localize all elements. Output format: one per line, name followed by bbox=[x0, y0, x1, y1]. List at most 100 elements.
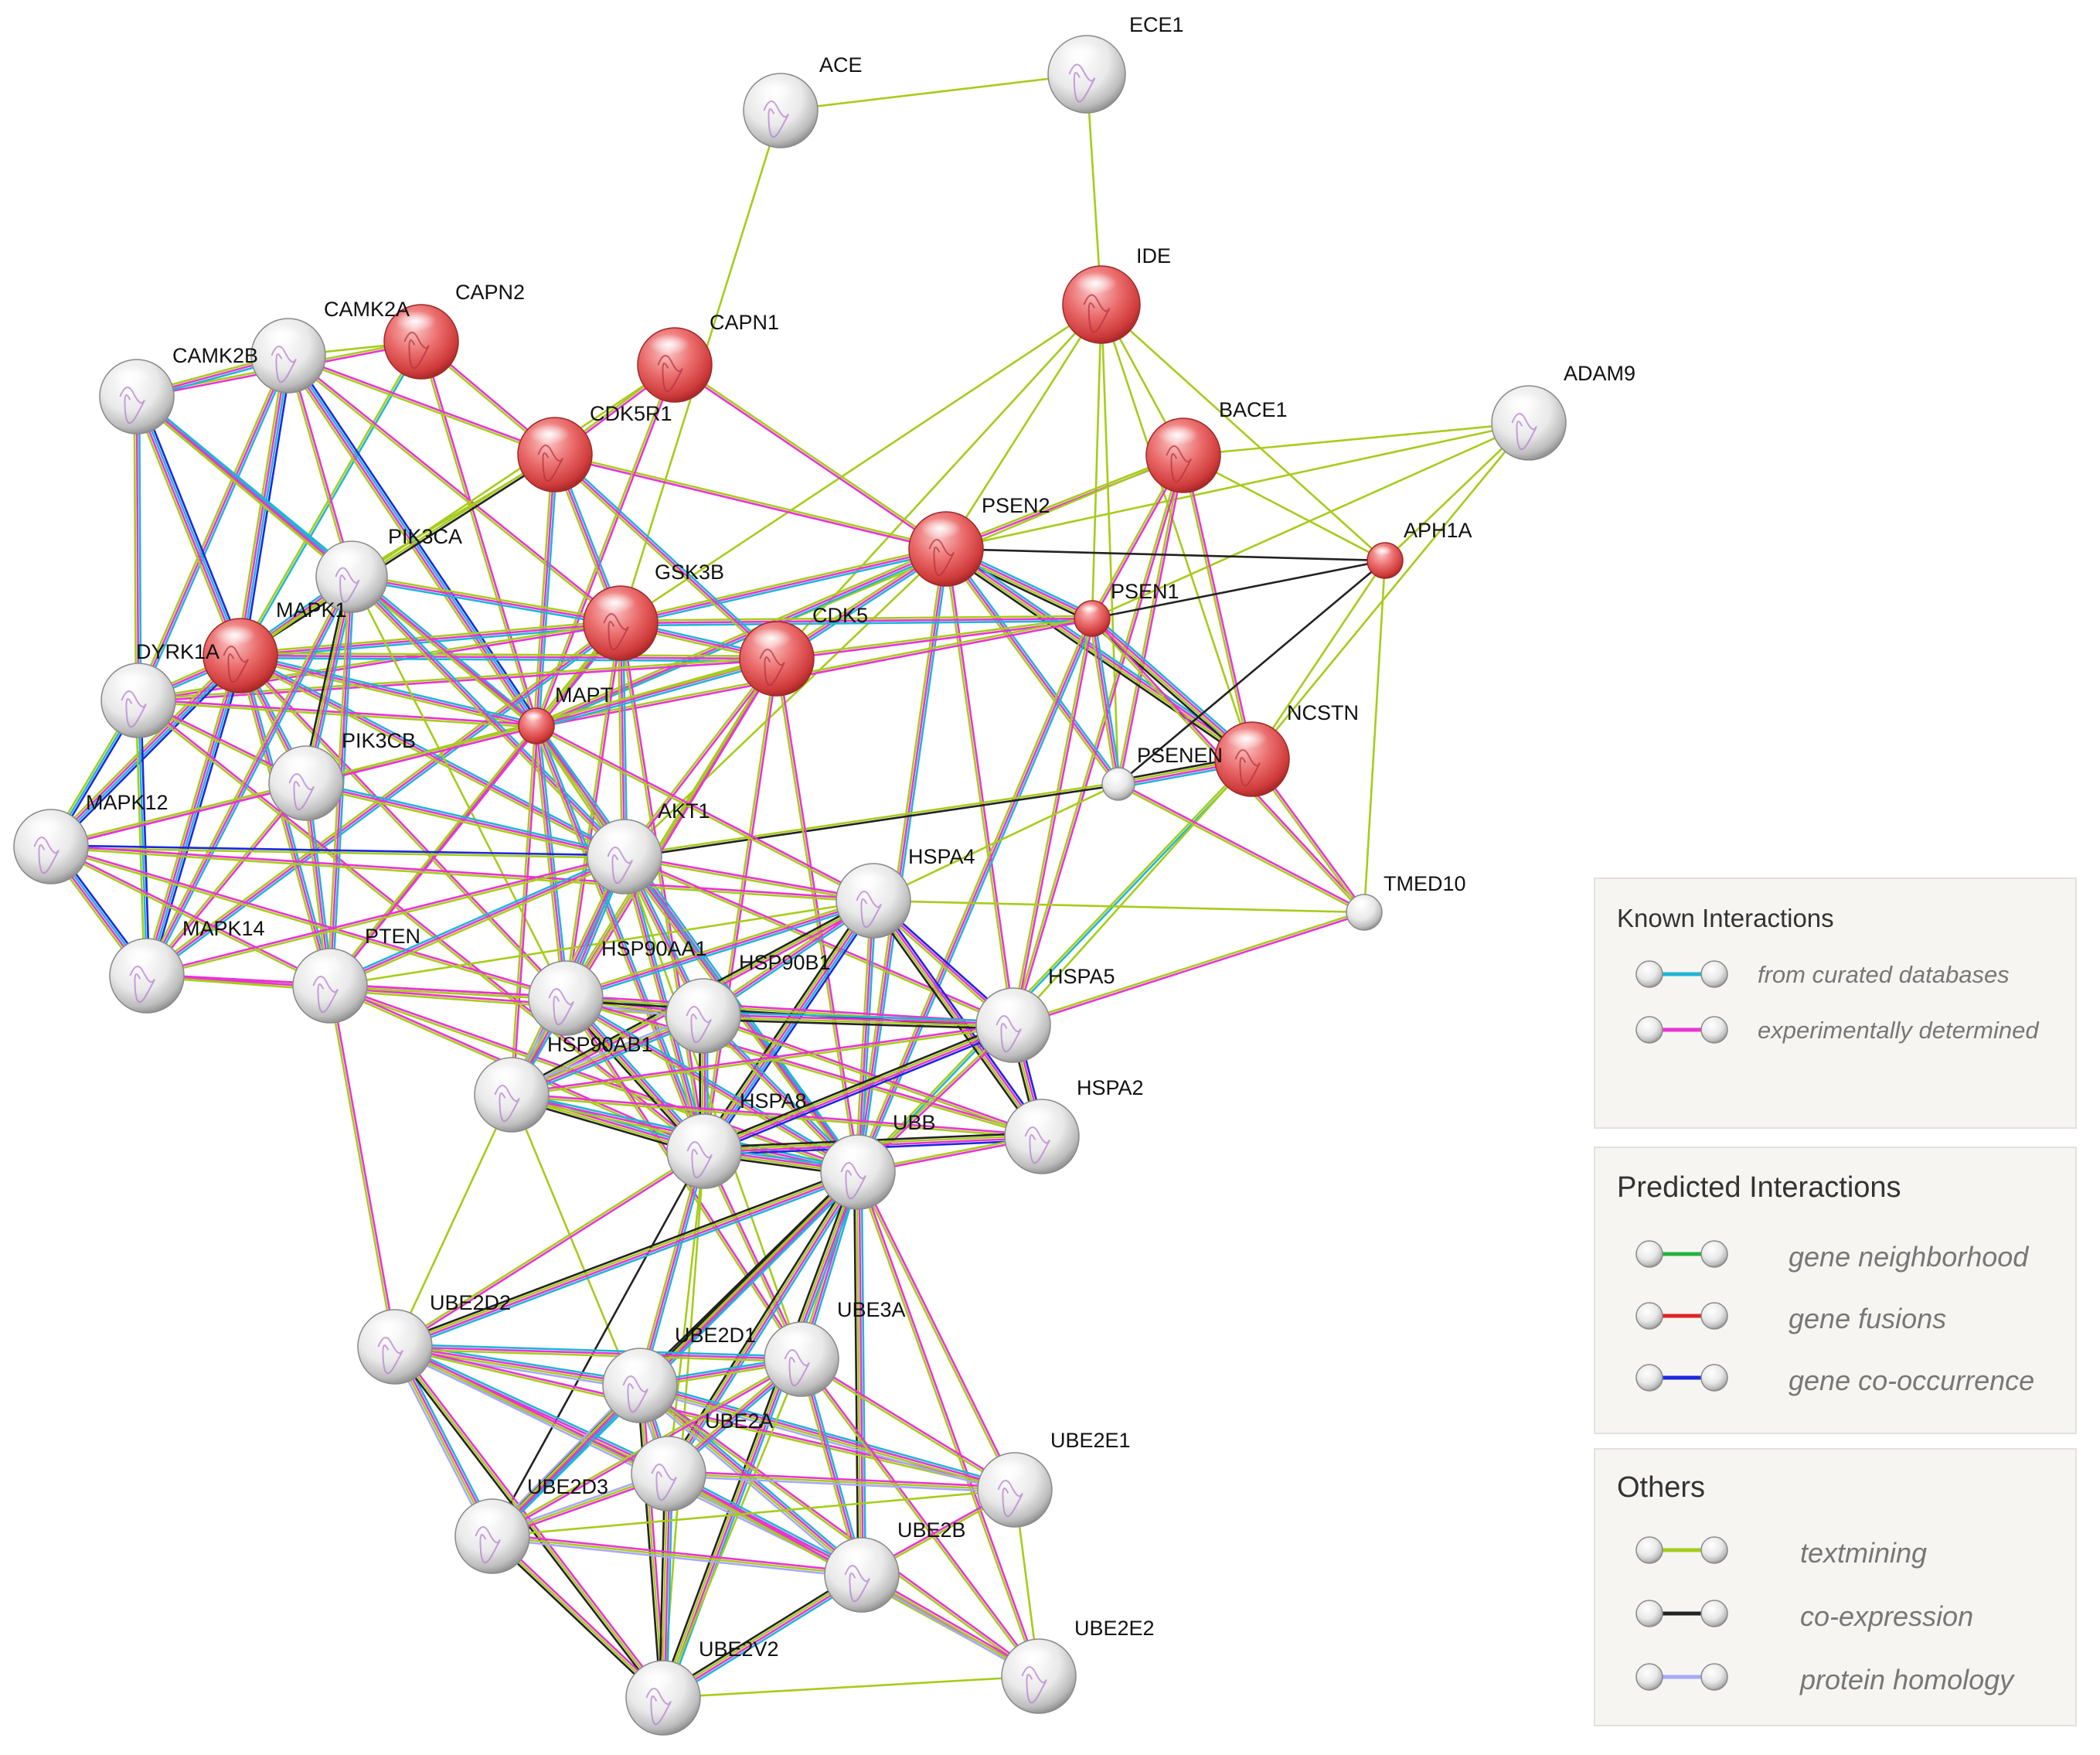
edge-sample-ball bbox=[1635, 1302, 1663, 1330]
node-NCSTN[interactable]: NCSTN bbox=[1214, 701, 1359, 797]
edge-line-textmining bbox=[49, 847, 331, 988]
node-PSEN2[interactable]: PSEN2 bbox=[908, 494, 1050, 587]
edge-sample-ball bbox=[1700, 960, 1728, 988]
node-highlight bbox=[832, 1141, 873, 1163]
node-APH1A[interactable]: APH1A bbox=[1367, 519, 1472, 579]
edge-line-curated bbox=[860, 1171, 867, 1576]
node-HSP90B1[interactable]: HSP90B1 bbox=[665, 951, 831, 1054]
edge-line-textmining bbox=[674, 363, 948, 549]
edge-line-curated bbox=[536, 550, 948, 730]
node-UBB[interactable]: UBB bbox=[820, 1111, 936, 1210]
node-MAPK12[interactable]: MAPK12 bbox=[13, 791, 168, 884]
node-CAMK2B[interactable]: CAMK2B bbox=[99, 344, 258, 434]
edge-line-experimental bbox=[535, 724, 567, 1000]
node-ADAM9[interactable]: ADAM9 bbox=[1491, 362, 1635, 461]
edge-HSP90AB1-UBE2D2 bbox=[393, 1093, 513, 1348]
edge-line-textmining bbox=[779, 73, 1088, 112]
node-label: HSPA2 bbox=[1077, 1076, 1144, 1099]
node-UBE2A[interactable]: UBE2A bbox=[631, 1409, 774, 1511]
node-UBE3A[interactable]: UBE3A bbox=[764, 1298, 906, 1397]
edge-MAPT-PIK3CB bbox=[305, 724, 538, 785]
protein-structure-icon bbox=[377, 1337, 403, 1375]
protein-structure-icon bbox=[856, 891, 882, 929]
edge-MAPK1-MAPK12 bbox=[47, 652, 244, 850]
edge-IDE-PSEN1 bbox=[1091, 303, 1103, 620]
node-PSEN1[interactable]: PSEN1 bbox=[1074, 580, 1179, 637]
node-MAPK14[interactable]: MAPK14 bbox=[109, 917, 265, 1014]
node-MAPT[interactable]: MAPT bbox=[518, 683, 613, 745]
node-PIK3CA[interactable]: PIK3CA bbox=[315, 525, 462, 613]
node-UBE2D2[interactable]: UBE2D2 bbox=[357, 1291, 511, 1385]
edge-line-experimental bbox=[145, 854, 625, 976]
node-HSP90AB1[interactable]: HSP90AB1 bbox=[474, 1033, 653, 1133]
edge-PTEN-HSP90AA1 bbox=[328, 983, 567, 1000]
node-HSPA4[interactable]: HSPA4 bbox=[836, 845, 975, 939]
edge-MAPK12-HSP90AA1 bbox=[49, 844, 567, 1000]
edge-line-curated bbox=[352, 574, 628, 857]
edge-line-experimental bbox=[565, 996, 1043, 1136]
node-HSPA2[interactable]: HSPA2 bbox=[1004, 1076, 1144, 1174]
node-CAPN1[interactable]: CAPN1 bbox=[637, 311, 779, 403]
edge-UBB-UBE2E1 bbox=[856, 1170, 1017, 1492]
edge-line-textmining bbox=[1012, 910, 1365, 1025]
edge-UBB-UBE2E2 bbox=[856, 1171, 1041, 1678]
node-MAPK1[interactable]: MAPK1 bbox=[203, 598, 347, 693]
node-label: ADAM9 bbox=[1564, 362, 1635, 385]
edge-line-coexpression bbox=[699, 897, 870, 1150]
protein-structure-icon bbox=[33, 837, 60, 874]
node-CAMK2A[interactable]: CAMK2A bbox=[250, 298, 410, 394]
edge-line-experimental bbox=[858, 1171, 864, 1576]
node-UBE2B[interactable]: UBE2B bbox=[824, 1518, 966, 1613]
edge-PIK3CB-MAPK12 bbox=[49, 781, 308, 849]
edge-line-textmining bbox=[872, 899, 1366, 914]
node-BACE1[interactable]: BACE1 bbox=[1145, 398, 1288, 493]
node-TMED10[interactable]: TMED10 bbox=[1346, 872, 1466, 931]
edge-line-curated bbox=[50, 655, 243, 849]
edge-UBE3A-UBE2E2 bbox=[799, 1357, 1041, 1678]
legend-known-interactions: Known Interactions from curated database… bbox=[1594, 878, 2077, 1129]
edge-line-curated bbox=[139, 355, 292, 703]
edge-line-curated bbox=[137, 395, 243, 656]
node-CDK5[interactable]: CDK5 bbox=[739, 604, 868, 697]
node-UBE2V2[interactable]: UBE2V2 bbox=[625, 1637, 779, 1736]
node-PTEN[interactable]: PTEN bbox=[292, 925, 420, 1024]
node-highlight bbox=[262, 325, 304, 346]
edge-line-experimental bbox=[703, 899, 875, 1153]
protein-structure-icon bbox=[1083, 294, 1111, 333]
protein-structure-icon bbox=[763, 101, 789, 138]
node-CDK5R1[interactable]: CDK5R1 bbox=[517, 402, 672, 492]
node-UBE2D3[interactable]: UBE2D3 bbox=[454, 1475, 608, 1574]
edge-line-textmining bbox=[1251, 421, 1530, 761]
node-HSPA8[interactable]: HSPA8 bbox=[666, 1089, 807, 1189]
edge-line-cooccurrence bbox=[149, 656, 245, 978]
node-UBE2E2[interactable]: UBE2E2 bbox=[1001, 1617, 1155, 1714]
edge-line-experimental bbox=[328, 855, 626, 987]
node-PSENEN[interactable]: PSENEN bbox=[1101, 744, 1223, 801]
node-DYRK1A[interactable]: DYRK1A bbox=[100, 640, 220, 738]
node-UBE2E1[interactable]: UBE2E1 bbox=[977, 1429, 1131, 1528]
node-ECE1[interactable]: ECE1 bbox=[1047, 13, 1184, 114]
node-GSK3B[interactable]: GSK3B bbox=[583, 561, 724, 661]
node-PIK3CB[interactable]: PIK3CB bbox=[268, 729, 416, 821]
legend-others: Others textmining co-expression protein … bbox=[1594, 1448, 2077, 1726]
edge-ADAM9-NCSTN bbox=[1251, 421, 1530, 761]
node-highlight bbox=[369, 1316, 410, 1338]
edge-line-textmining bbox=[351, 573, 622, 622]
edge-line-textmining bbox=[509, 724, 536, 1096]
node-UBE2D1[interactable]: UBE2D1 bbox=[602, 1324, 756, 1423]
node-highlight bbox=[111, 366, 152, 387]
node-ACE[interactable]: ACE bbox=[743, 53, 863, 148]
edge-line-experimental bbox=[350, 575, 626, 858]
edge-layer bbox=[46, 73, 1530, 1702]
node-HSP90AA1[interactable]: HSP90AA1 bbox=[528, 937, 707, 1036]
edge-line-textmining bbox=[943, 549, 1118, 787]
node-highlight bbox=[989, 1459, 1030, 1481]
node-AKT1[interactable]: AKT1 bbox=[587, 799, 710, 895]
node-highlight bbox=[920, 518, 962, 540]
node-HSPA5[interactable]: HSPA5 bbox=[975, 965, 1115, 1063]
edge-line-textmining bbox=[702, 1016, 1015, 1027]
node-IDE[interactable]: IDE bbox=[1062, 244, 1171, 344]
edge-line-textmining bbox=[667, 1150, 706, 1475]
node-CAPN2[interactable]: CAPN2 bbox=[383, 281, 525, 380]
edge-line-experimental bbox=[536, 619, 1094, 728]
